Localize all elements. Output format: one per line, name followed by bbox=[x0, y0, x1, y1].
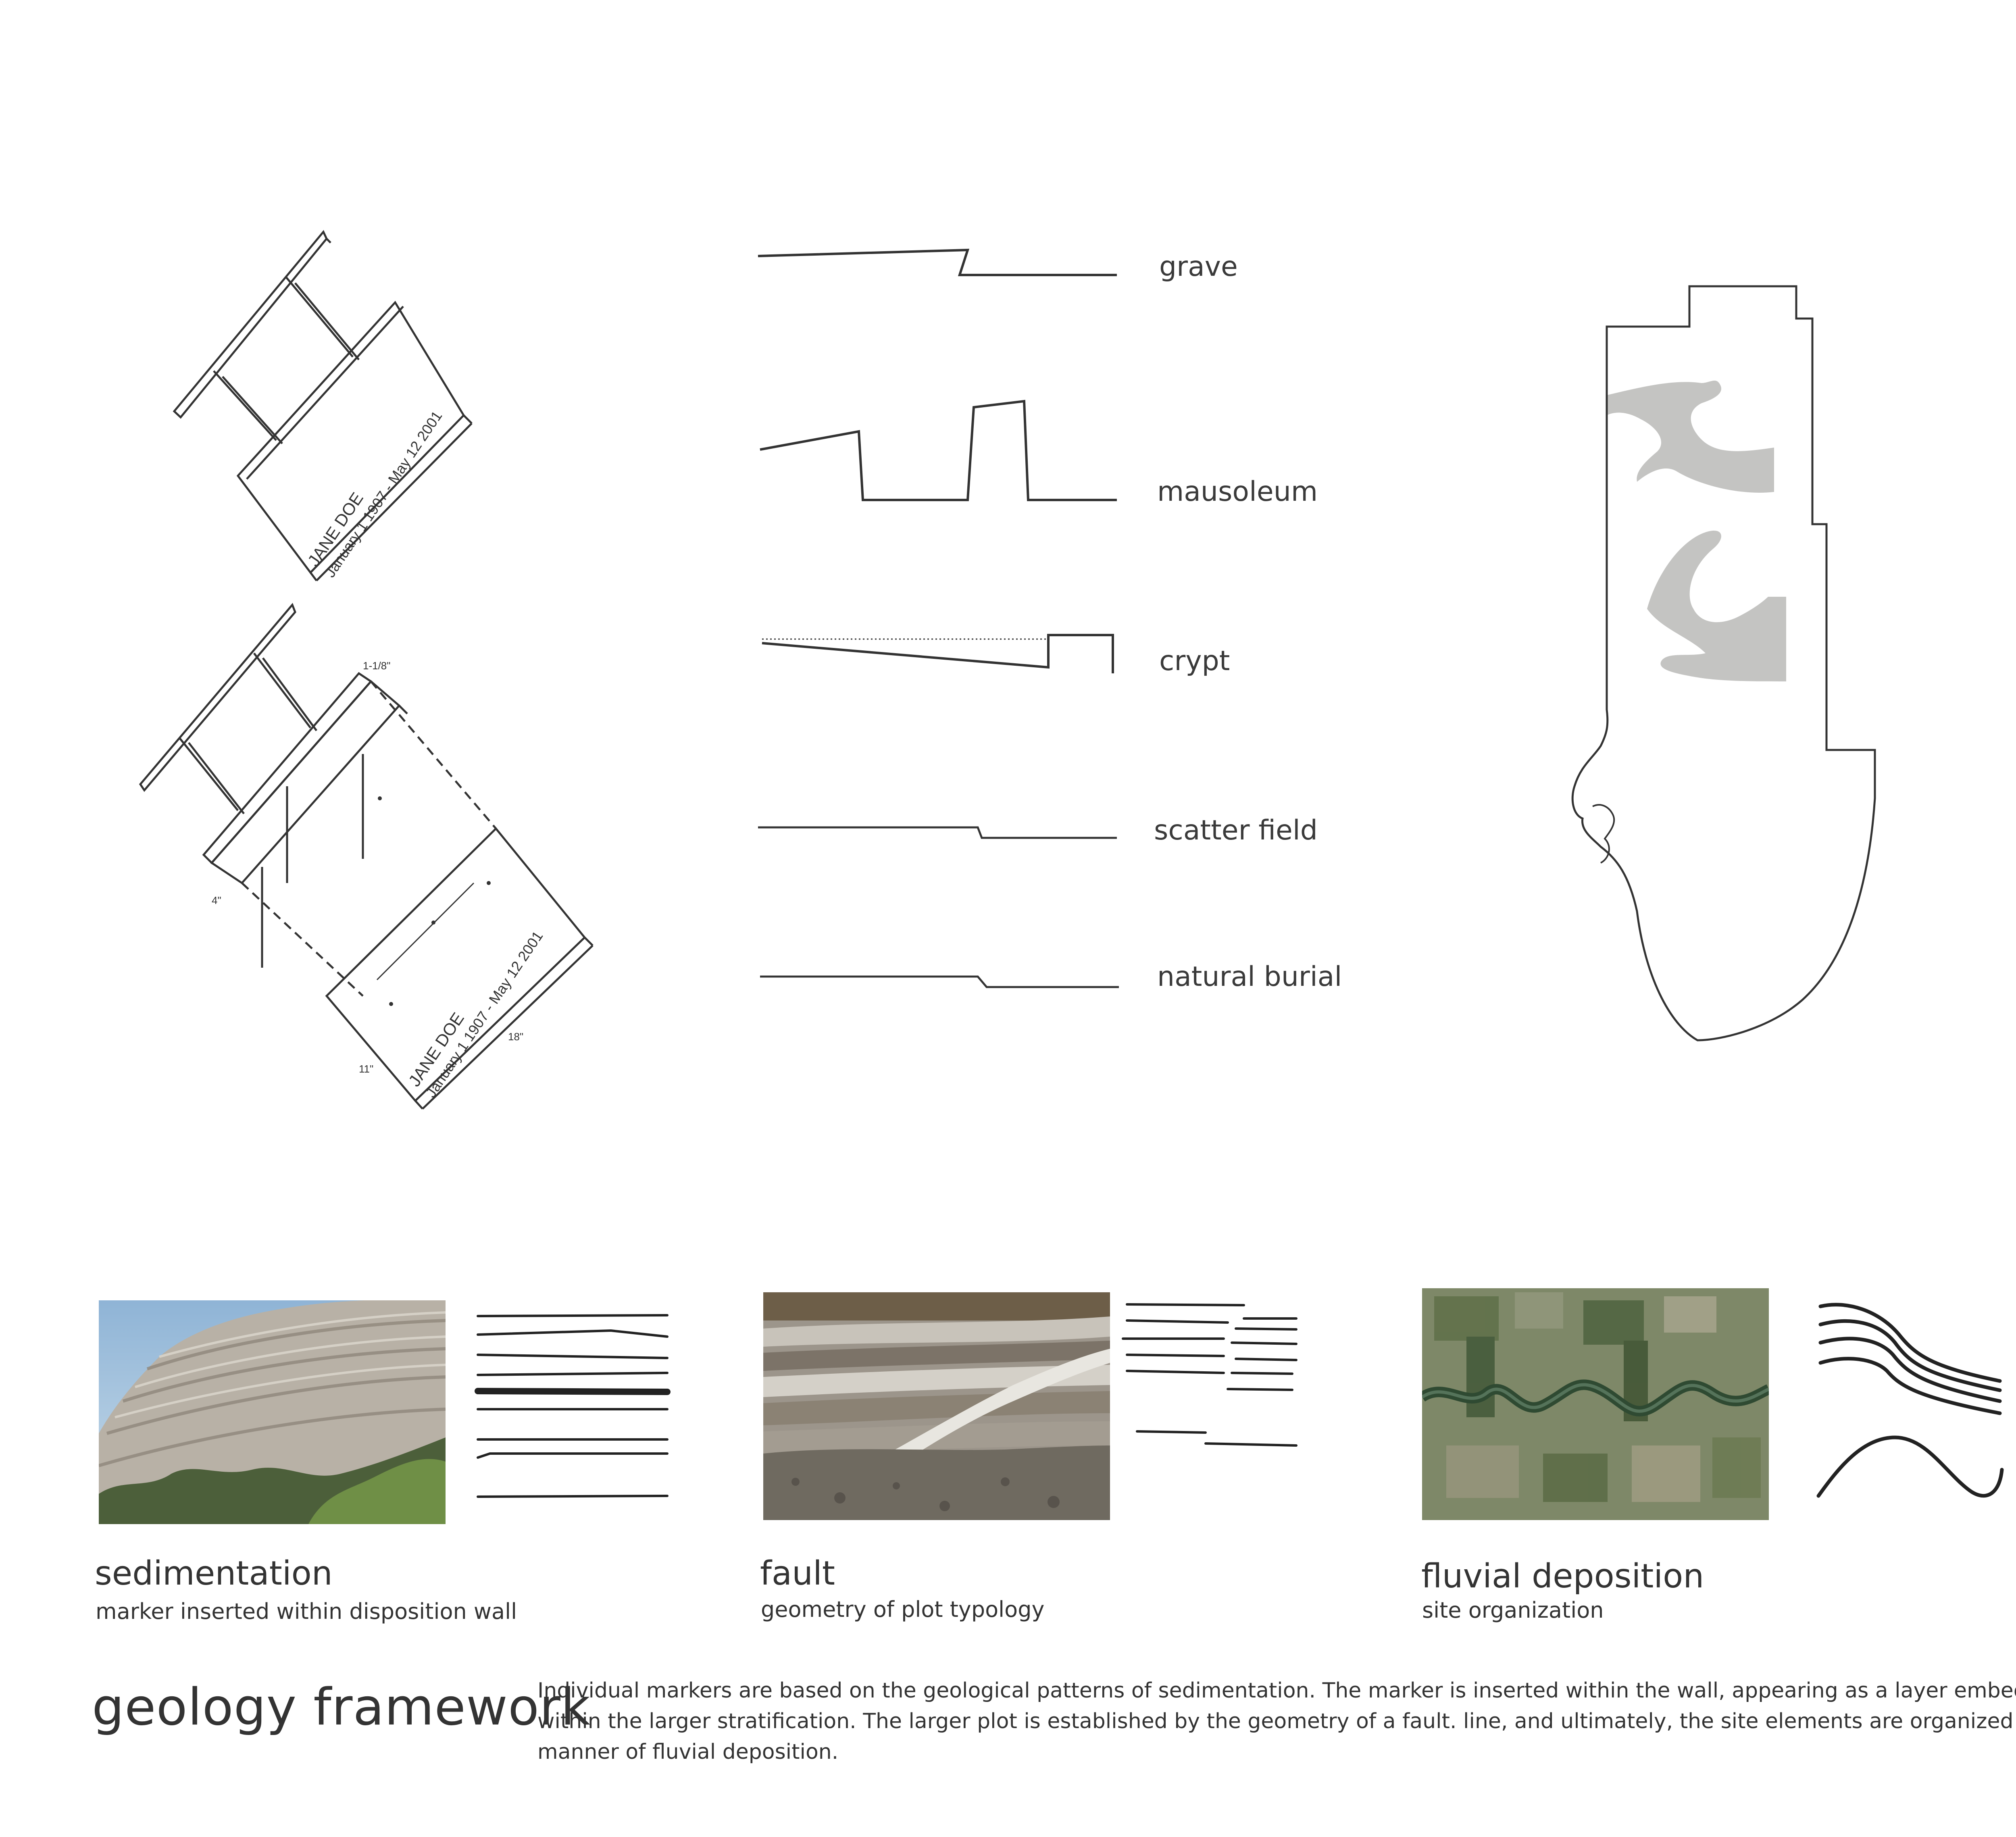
site-boundary bbox=[1571, 285, 1876, 1041]
dimension-width: 18" bbox=[508, 1031, 523, 1043]
typology-label-crypt: crypt bbox=[1159, 645, 1230, 677]
marker-dates-top: January 1 1907 - May 12 2001 bbox=[321, 408, 445, 581]
typology-label-mausoleum: mausoleum bbox=[1157, 476, 1318, 508]
section-subtitle-sedimentation: marker inserted within disposition wall bbox=[96, 1599, 517, 1624]
sedimentation-diagram bbox=[475, 1314, 671, 1498]
section-title-fault: fault bbox=[760, 1554, 835, 1593]
section-title-sedimentation: sedimentation bbox=[95, 1554, 333, 1593]
site-river-channels bbox=[1607, 380, 1786, 681]
page-title: geology framework bbox=[92, 1677, 591, 1737]
fault-rock-photo bbox=[763, 1292, 1110, 1520]
scatter-field-section-profile bbox=[758, 826, 1117, 839]
section-subtitle-fault: geometry of plot typology bbox=[761, 1597, 1045, 1622]
dimension-thickness: 1-1/8" bbox=[363, 660, 391, 672]
grave-section-profile bbox=[758, 248, 1117, 276]
dimension-depth: 4" bbox=[212, 894, 221, 906]
dimension-height: 11" bbox=[359, 1063, 373, 1075]
mausoleum-section-profile bbox=[760, 400, 1117, 501]
section-subtitle-fluvial-deposition: site organization bbox=[1422, 1597, 1604, 1623]
marker-axonometric-exploded: 1-1/8" 4" 11" 18" JANE DOE January 1 190… bbox=[139, 603, 594, 1110]
site-plan bbox=[1571, 285, 1876, 1041]
marker-axonometric-top: JANE DOE January 1 1907 - May 12 2001 bbox=[173, 230, 473, 581]
description-text: Individual markers are based on the geol… bbox=[537, 1679, 2016, 1764]
crypt-section-profile bbox=[762, 634, 1114, 673]
typology-label-grave: grave bbox=[1159, 251, 1238, 283]
typology-label-scatter-field: scatter field bbox=[1154, 814, 1318, 846]
section-title-fluvial-deposition: fluvial deposition bbox=[1421, 1557, 1704, 1595]
fault-diagram bbox=[1122, 1303, 1297, 1447]
cliff-strata-photo bbox=[99, 1300, 446, 1524]
fluvial-diagram bbox=[1816, 1303, 2004, 1498]
typology-label-natural-burial: natural burial bbox=[1157, 961, 1342, 993]
marker-dates-exploded: January 1 1907 - May 12 2001 bbox=[422, 928, 546, 1101]
natural-burial-section-profile bbox=[760, 975, 1119, 988]
river-aerial-photo bbox=[1422, 1288, 1769, 1520]
